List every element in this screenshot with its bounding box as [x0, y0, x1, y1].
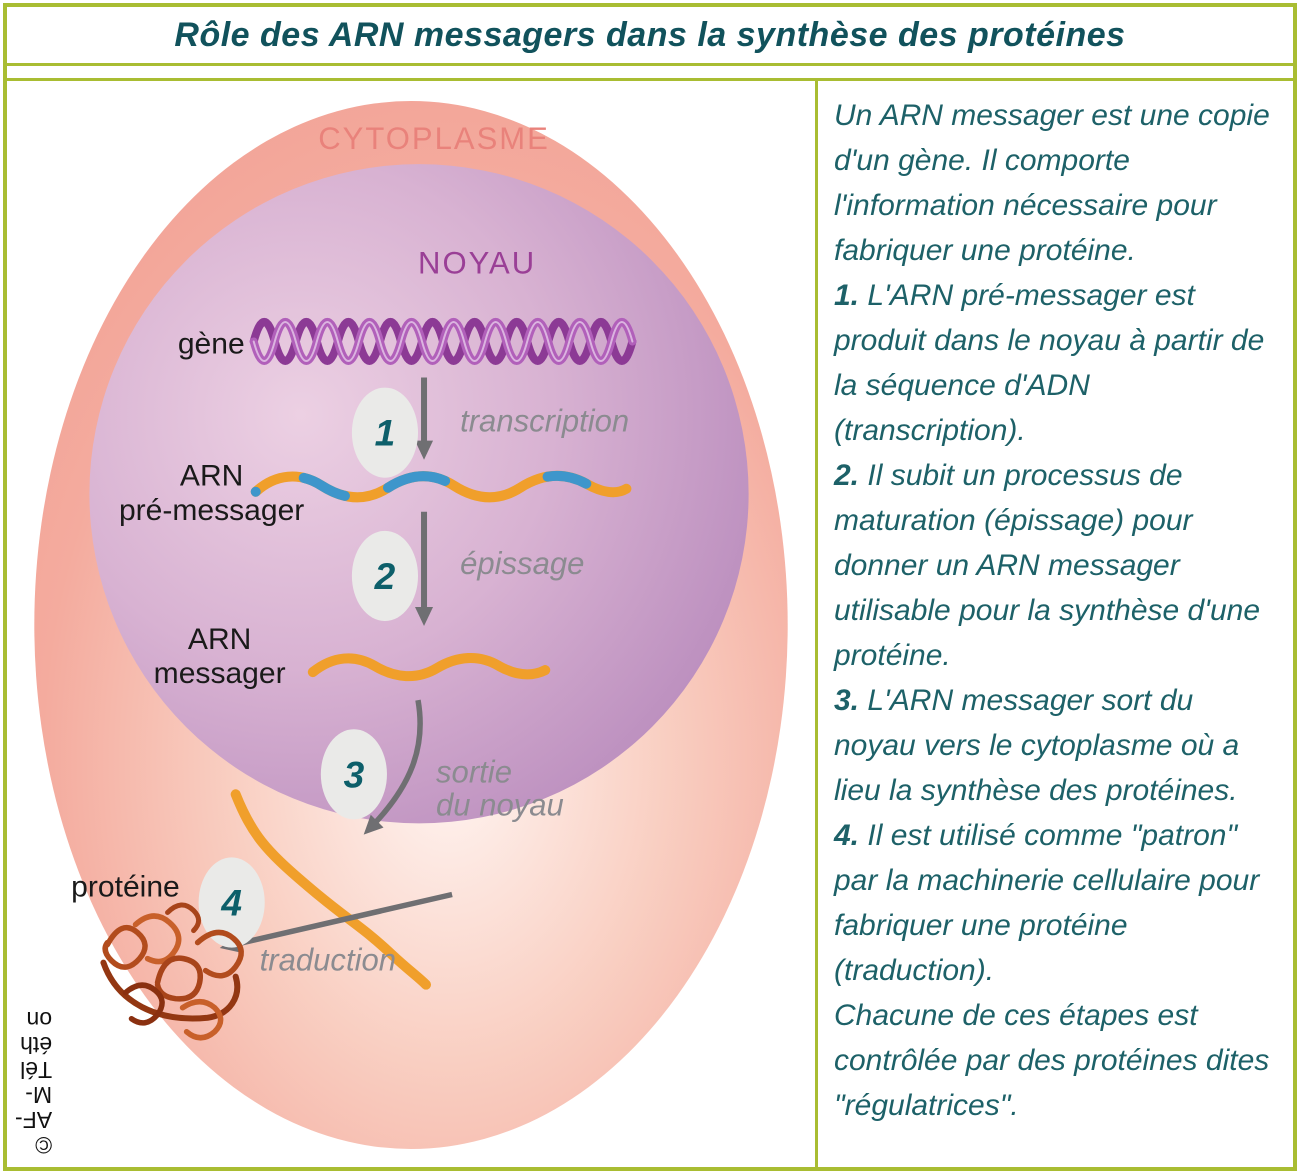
paragraph-text: Un ARN messager est une copie d'un gène.… [834, 99, 1270, 267]
protein-coil [102, 924, 148, 970]
protein-coil [194, 929, 244, 979]
paragraph-text: L'ARN messager sort du noyau vers le cyt… [834, 684, 1240, 807]
mrna-strand [307, 653, 551, 682]
nuclear-export-label-line1: sortie [436, 754, 512, 789]
copyright-line: AF- [15, 1107, 53, 1133]
dna-helix [249, 317, 637, 366]
translation-label: traduction [260, 943, 396, 978]
step-4-number: 4 [220, 882, 242, 924]
copyright-line: © [35, 1132, 53, 1158]
gene-label: gène [178, 328, 245, 361]
cell-diagram-panel: CYTOPLASME NOYAU gène 1 transcription [7, 81, 818, 1167]
cytoplasm-label: CYTOPLASME [318, 121, 550, 156]
paragraph-text: Il subit un processus de maturation (épi… [834, 459, 1261, 672]
explanation-conclusion: Chacune de ces étapes est contrôlée par … [834, 993, 1281, 1128]
explanation-step-4: 4. Il est utilisé comme "patron" par la … [834, 813, 1281, 993]
step-prefix: 1. [834, 279, 860, 312]
step-4-badge [198, 857, 265, 948]
nuclear-export-label-line2: du noyau [436, 787, 564, 822]
paragraph-text: Il est utilisé comme "patron" par la mac… [834, 819, 1260, 987]
mrna-label-line2: messager [154, 657, 286, 690]
copyright-line: on [26, 1007, 53, 1033]
copyright-line: Tél [20, 1057, 53, 1083]
mrna-label-line1: ARN [188, 623, 251, 656]
step-3-number: 3 [344, 753, 365, 795]
explanation-panel: Un ARN messager est une copie d'un gène.… [818, 81, 1293, 1167]
explanation-step-3: 3. L'ARN messager sort du noyau vers le … [834, 678, 1281, 813]
step-2-badge [351, 530, 419, 621]
splicing-label: épissage [460, 546, 584, 581]
step-2-number: 2 [374, 555, 396, 597]
pre-mrna-label-line2: pré-messager [119, 494, 304, 527]
copyright-line: M- [25, 1082, 53, 1108]
title-bar: Rôle des ARN messagers dans la synthèse … [7, 7, 1293, 66]
protein-coil [122, 982, 165, 1026]
nucleus-label: NOYAU [418, 245, 536, 280]
copyright-credit: © AF- M- Tél éth on [15, 1007, 53, 1158]
dna-strand-highlight [252, 320, 634, 363]
cell-diagram: CYTOPLASME NOYAU gène 1 transcription [34, 101, 788, 1149]
paragraph-text: L'ARN pré-messager est produit dans le n… [834, 279, 1265, 447]
mrna-cytoplasm-strand [230, 789, 432, 990]
protein-coil [132, 913, 182, 965]
explanation-step-1: 1. L'ARN pré-messager est produit dans l… [834, 273, 1281, 453]
pre-mrna-introns [250, 470, 632, 503]
step-3-badge [320, 729, 387, 820]
explanation-step-2: 2. Il subit un processus de maturation (… [834, 453, 1281, 678]
title-separator [7, 66, 1293, 81]
protein-coil [154, 955, 203, 1002]
transcription-label: transcription [460, 404, 629, 439]
step-1-number: 1 [375, 412, 396, 454]
page-title: Rôle des ARN messagers dans la synthèse … [174, 15, 1126, 54]
protein-label: protéine [71, 871, 180, 904]
paragraph-text: Chacune de ces étapes est contrôlée par … [834, 999, 1270, 1122]
nuclear-export-arrow [363, 699, 423, 835]
step-1-badge [351, 387, 419, 478]
pre-mrna-label-line1: ARN [180, 460, 243, 493]
explanation-intro: Un ARN messager est une copie d'un gène.… [834, 93, 1281, 273]
translation-arrow [219, 891, 453, 953]
step-prefix: 3. [834, 684, 860, 717]
protein-coil [179, 998, 224, 1041]
protein-coil [100, 959, 241, 1022]
step-prefix: 4. [834, 819, 860, 852]
protein-ribbon [100, 902, 244, 1041]
copyright-line: éth [20, 1032, 53, 1058]
infographic-page: Rôle des ARN messagers dans la synthèse … [3, 3, 1297, 1171]
protein-coil [165, 902, 202, 934]
step-prefix: 2. [834, 459, 860, 492]
main-area: CYTOPLASME NOYAU gène 1 transcription [7, 81, 1293, 1167]
